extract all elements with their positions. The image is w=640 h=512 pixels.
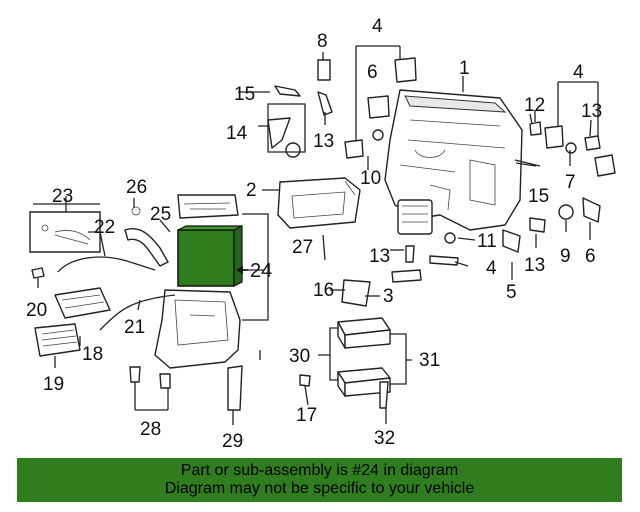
callout-26: 26 [126, 177, 147, 198]
callout-4c: 4 [573, 62, 584, 83]
callout-13d: 13 [524, 255, 545, 276]
banner-line-1: Part or sub-assembly is #24 in diagram [180, 462, 459, 479]
callout-4a: 4 [372, 16, 383, 37]
callout-9: 9 [560, 246, 571, 267]
callout-17: 17 [296, 405, 317, 426]
callout-4b: 4 [486, 258, 497, 279]
callout-7: 7 [565, 172, 576, 193]
callout-28: 28 [140, 419, 161, 440]
callout-25: 25 [150, 204, 171, 225]
callout-3: 3 [383, 286, 394, 307]
callout-22: 22 [94, 217, 115, 238]
banner-line-2: Diagram may not be specific to your vehi… [164, 480, 475, 497]
callout-11: 11 [477, 231, 497, 252]
callout-13b: 13 [581, 101, 602, 122]
cabin-air-filter-part-24 [177, 225, 243, 287]
right-parts-drawing [129, 57, 616, 411]
callout-labels: 1 2 3 4 4 4 5 6 6 7 8 9 10 11 12 13 13 1… [26, 16, 602, 452]
callout-15b: 15 [528, 186, 549, 207]
callout-10: 10 [360, 168, 381, 189]
callout-15a: 15 [234, 84, 255, 105]
callout-12: 12 [524, 95, 545, 116]
callout-21: 21 [124, 317, 145, 338]
blower-cover-drawing [177, 194, 239, 219]
callout-32: 32 [374, 428, 395, 449]
leader-lines [33, 45, 599, 425]
part-24-arrow [236, 266, 248, 274]
notice-banner: Part or sub-assembly is #24 in diagram D… [17, 458, 622, 502]
left-parts-drawing [29, 206, 176, 357]
callout-24: 24 [250, 260, 272, 282]
callout-14: 14 [226, 123, 248, 144]
hvac-case-drawing [384, 89, 523, 235]
callout-13c: 13 [369, 246, 390, 267]
callout-18: 18 [82, 344, 103, 365]
callout-5: 5 [506, 282, 517, 303]
callout-19: 19 [43, 374, 64, 395]
callout-27: 27 [292, 237, 313, 258]
callout-2: 2 [246, 180, 257, 201]
callout-8: 8 [317, 31, 328, 52]
callout-23: 23 [52, 186, 73, 207]
callout-6b: 6 [585, 246, 596, 267]
callout-13a: 13 [313, 131, 334, 152]
lower-housing-drawing [154, 289, 241, 369]
callout-31: 31 [419, 350, 440, 371]
callout-6a: 6 [367, 62, 378, 83]
callout-1: 1 [459, 58, 470, 79]
hvac-parts-diagram: 1 2 3 4 4 4 5 6 6 7 8 9 10 11 12 13 13 1… [26, 16, 616, 452]
callout-29: 29 [222, 431, 243, 452]
callout-20: 20 [26, 300, 47, 321]
callout-30: 30 [289, 346, 310, 367]
filter-elements-drawing [337, 317, 391, 397]
duct-vent-drawing [277, 177, 361, 229]
callout-16: 16 [313, 280, 334, 301]
